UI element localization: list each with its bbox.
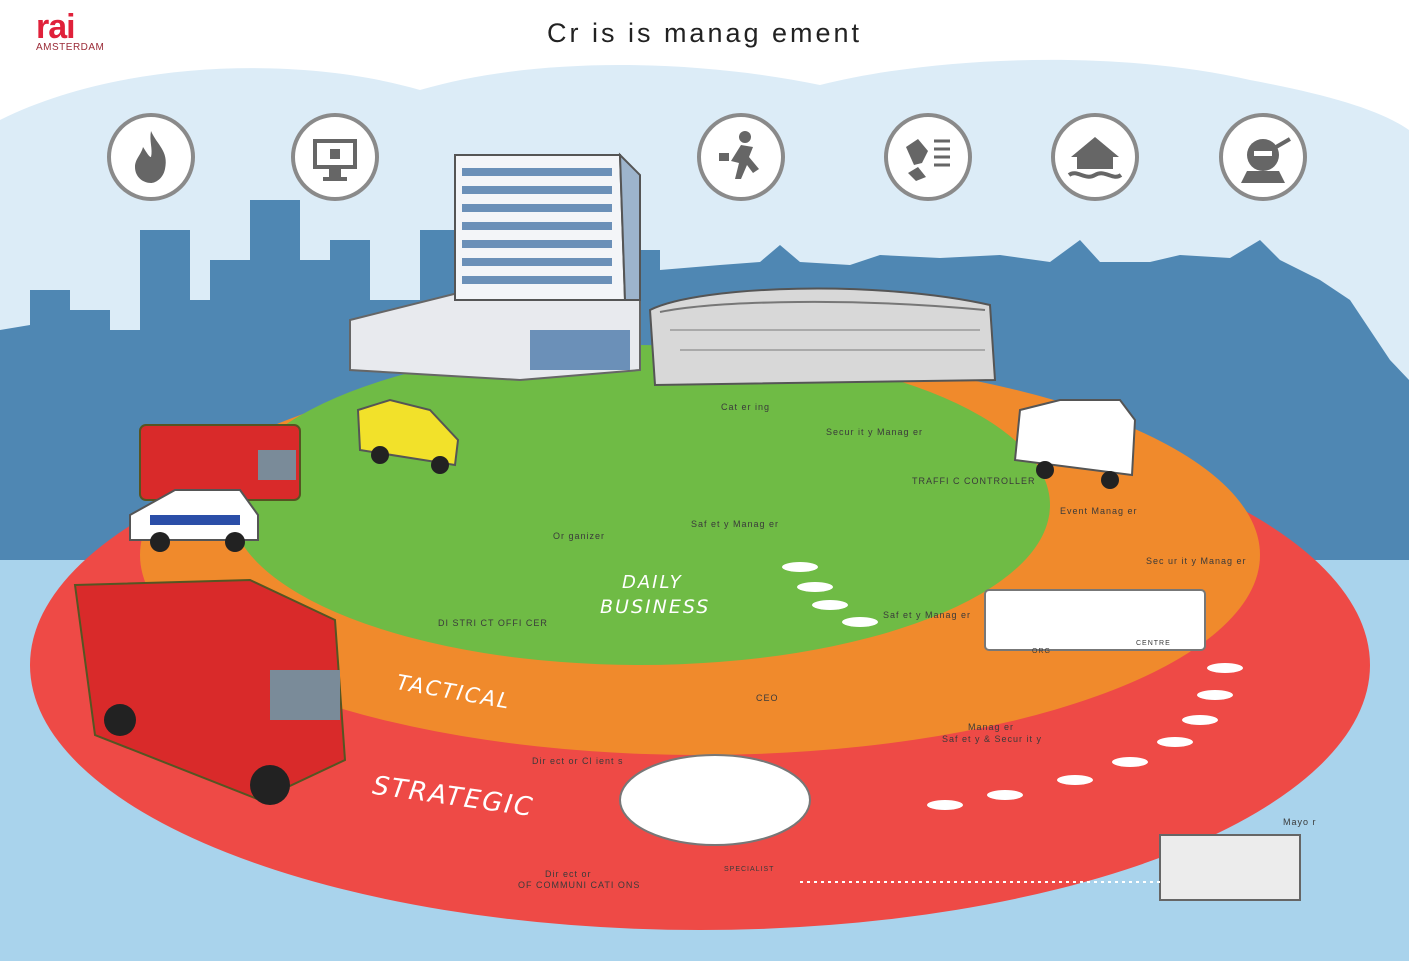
- role-catering: Cat er ing: [721, 402, 771, 412]
- role-director: Dir ect or: [545, 869, 592, 879]
- flood-icon: [1051, 113, 1139, 201]
- role-ceo: CEO: [756, 693, 779, 703]
- fire-icon: [107, 113, 195, 201]
- role-district-officer: DI STRI CT OFFI CER: [438, 618, 548, 628]
- logo-subtext: AMSTERDAM: [36, 42, 105, 53]
- page-title: Cr is is manag ement: [546, 18, 863, 48]
- fire-truck-small: [139, 424, 301, 501]
- zone-label-business: BUSINESS: [600, 596, 711, 618]
- collapse-icon: [884, 113, 972, 201]
- logo-word: rai: [36, 8, 76, 46]
- stepping-stones: [782, 562, 1243, 810]
- cyber-attack-icon: [291, 113, 379, 201]
- role-organizer: Or ganizer: [553, 531, 606, 541]
- exhibition-hall: [648, 287, 997, 387]
- rai-amsterdam-logo: rai AMSTERDAM: [36, 8, 112, 60]
- meeting-table: [984, 589, 1206, 651]
- role-traffic-controller: TRAFFI C CONTROLLER: [912, 476, 1036, 486]
- table-card-centre: CENTRE: [1136, 640, 1171, 647]
- zone-label-daily: DAILY: [622, 572, 683, 593]
- evacuation-icon: [697, 113, 785, 201]
- round-table: [619, 754, 811, 846]
- role-security-manager-top: Secur it y Manag er: [826, 427, 924, 437]
- role-event-manager: Event Manag er: [1060, 506, 1138, 516]
- hotel-building: [349, 152, 641, 382]
- role-safety-manager-top: Saf et y Manag er: [691, 519, 780, 529]
- role-director-clients: Dir ect or Cl ient s: [532, 756, 624, 766]
- role-director-communications: OF COMMUNI CATI ONS: [518, 880, 641, 890]
- fire-truck-large: [73, 578, 347, 805]
- terrorist-icon: [1219, 113, 1307, 201]
- role-manager-safety-security: Saf et y & Secur it y: [942, 734, 1043, 744]
- role-security-manager-right: Sec ur it y Manag er: [1146, 556, 1247, 566]
- role-manager: Manag er: [968, 722, 1015, 732]
- role-safety-manager-mid: Saf et y Manag er: [883, 610, 972, 620]
- mayor-desk: [1159, 834, 1301, 901]
- police-car: [129, 489, 259, 552]
- white-van: [1013, 399, 1137, 489]
- table-card-org: ORG: [1032, 648, 1051, 655]
- role-mayor: Mayo r: [1283, 817, 1317, 827]
- table-card-specialist: SPECIALIST: [724, 866, 775, 873]
- ambulance-car: [356, 398, 460, 474]
